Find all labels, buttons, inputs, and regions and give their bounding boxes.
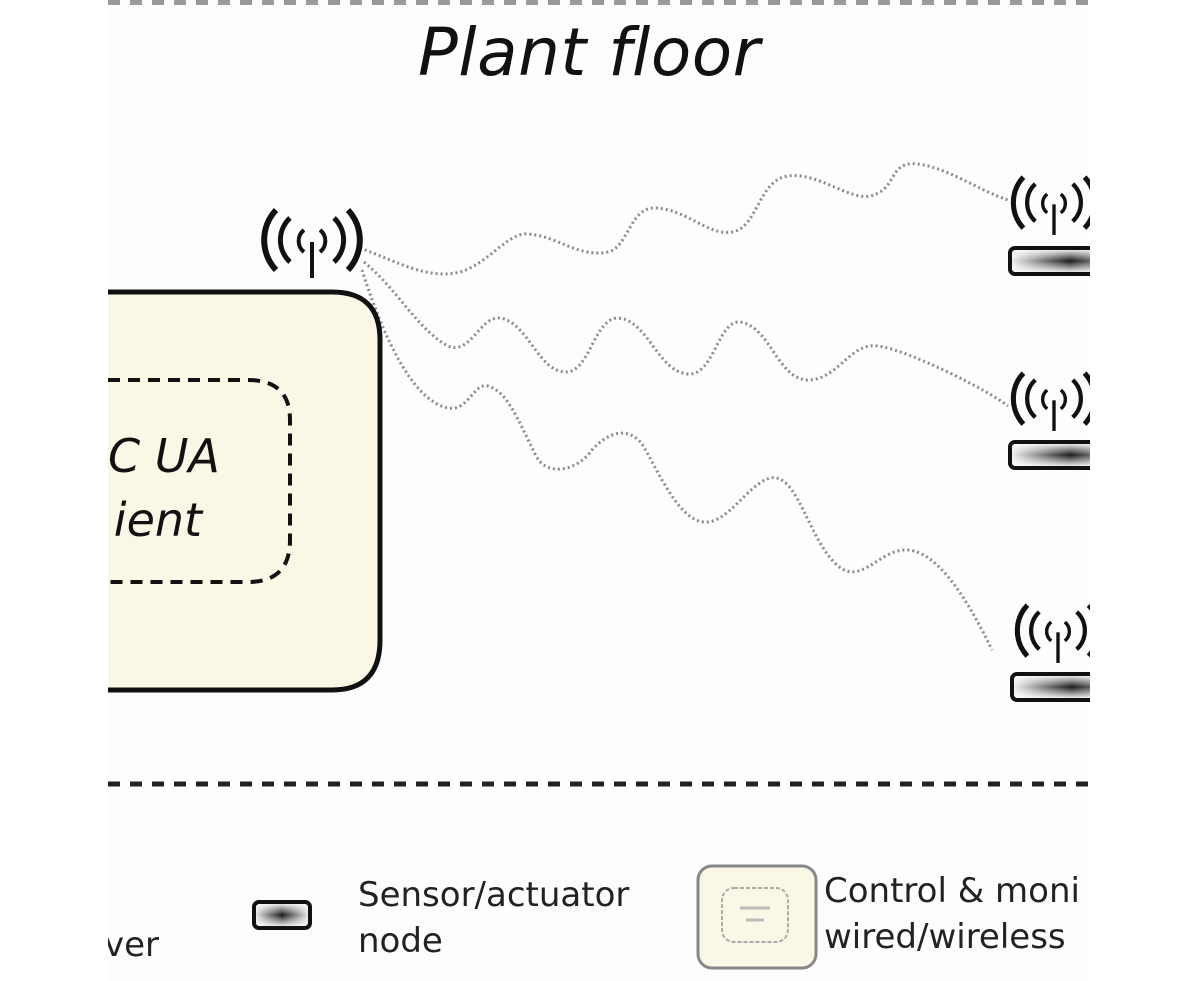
diagram-canvas: Plant floor C UA ient ver Sensor/actuato…: [108, 0, 1090, 981]
sensor-node-1-icon: [1008, 177, 1090, 276]
client-box: [108, 289, 383, 693]
legend-sensor-node-icon: [252, 900, 312, 930]
client-box-label: C UA ient: [108, 424, 220, 552]
client-label-line2: ient: [113, 493, 203, 547]
link-to-sensor-3: [360, 269, 994, 651]
legend-control-label-line1: Control & moni: [824, 871, 1080, 911]
link-to-sensor-1: [359, 162, 1009, 276]
client-antenna-icon: [264, 210, 360, 278]
sensor-node-3-icon: [1010, 605, 1090, 702]
legend-sensor-label-line1: Sensor/actuator: [358, 875, 630, 915]
sensor-node-2-icon: [1008, 373, 1090, 470]
diagram-title: Plant floor: [418, 14, 761, 91]
legend-sensor-label-line2: node: [358, 921, 443, 961]
legend-partial-left-text: ver: [108, 925, 160, 965]
legend-control-label: Control & moni wired/wireless: [824, 868, 1080, 960]
client-label-line1: C UA: [108, 429, 220, 483]
link-to-sensor-2: [363, 260, 1009, 408]
diagram-svg: [108, 0, 1090, 970]
client-inner-dashed-box: [108, 378, 292, 584]
legend-control-label-line2: wired/wireless: [824, 917, 1066, 957]
legend-control-box-icon: [696, 864, 818, 970]
legend-sensor-label: Sensor/actuator node: [358, 872, 629, 964]
